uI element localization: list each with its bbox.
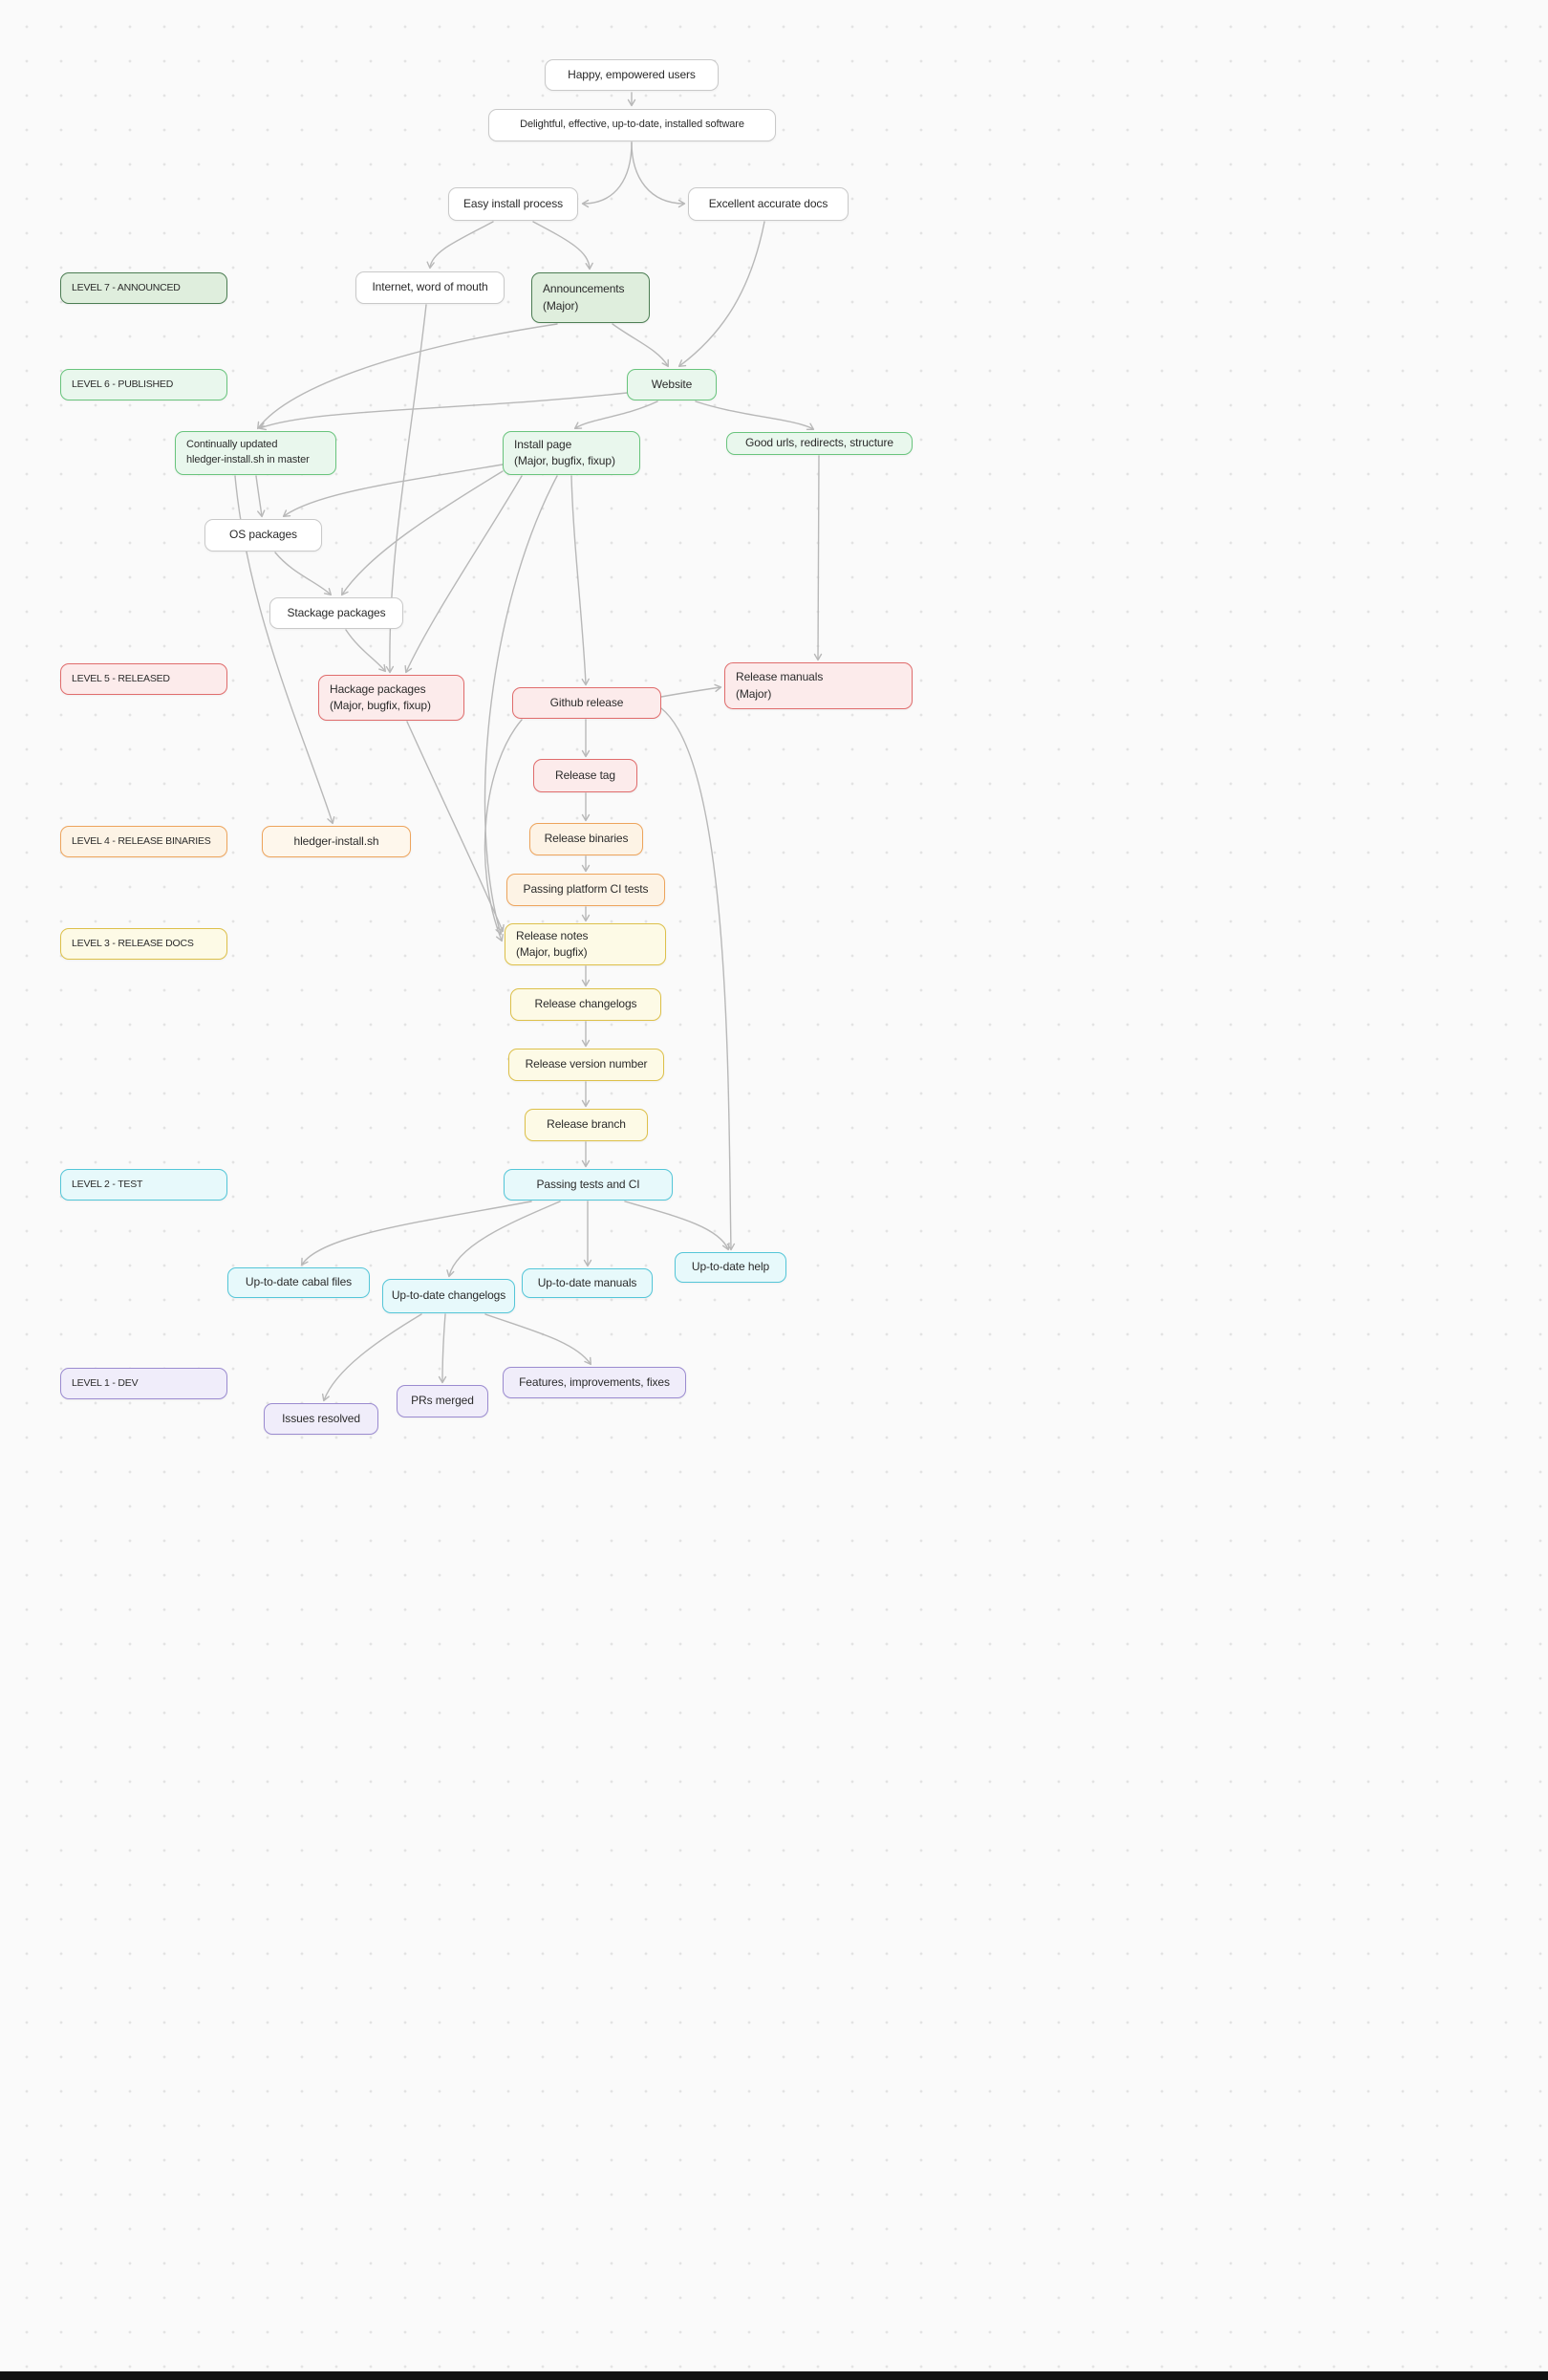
node-release-notes: Release notes (Major, bugfix) <box>505 923 666 965</box>
edge-continually-ospackages <box>255 475 266 518</box>
edge-passingtests-utdhelp <box>624 1201 730 1251</box>
edge-github-relmanuals <box>660 683 722 698</box>
edge-passingtests-utdchangelogs <box>446 1201 561 1278</box>
label-level-3-release-docs: LEVEL 3 - RELEASE DOCS <box>60 928 227 960</box>
node-release-branch: Release branch <box>525 1109 648 1141</box>
node-easy-install-process: Easy install process <box>448 187 578 221</box>
node-website: Website <box>627 369 717 400</box>
node-passing-tests-and-ci: Passing tests and CI <box>504 1169 673 1201</box>
label-level-2-test: LEVEL 2 - TEST <box>60 1169 227 1201</box>
edge-utdchangelogs-features <box>484 1313 591 1366</box>
edge-passingtests-cabal <box>301 1201 532 1266</box>
edge-website-continually <box>258 392 628 431</box>
node-release-binaries: Release binaries <box>529 823 643 855</box>
edge-goodurls-relmanuals <box>813 455 823 661</box>
label-level-5-released: LEVEL 5 - RELEASED <box>60 663 227 695</box>
node-excellent-docs: Excellent accurate docs <box>688 187 849 221</box>
label-level-1-dev: LEVEL 1 - DEV <box>60 1368 227 1399</box>
label-level-6-published: LEVEL 6 - PUBLISHED <box>60 369 227 400</box>
node-stackage-packages: Stackage packages <box>269 597 403 629</box>
node-hledger-install-sh: hledger-install.sh <box>262 826 411 857</box>
edge-installpage-stackage <box>341 470 504 596</box>
edge-docs-website <box>677 221 765 367</box>
edge-website-goodurls <box>695 400 815 430</box>
edge-hackage-relnotes <box>406 721 505 933</box>
node-up-to-date-cabal-files: Up-to-date cabal files <box>227 1267 370 1298</box>
label-level-4-release-binaries: LEVEL 4 - RELEASE BINARIES <box>60 826 227 857</box>
node-release-version-number: Release version number <box>508 1049 664 1081</box>
edge-github-utdhelp <box>660 707 736 1251</box>
edge-stackage-hackage <box>345 629 387 673</box>
node-os-packages: OS packages <box>204 519 322 552</box>
edge-ospackages-stackage <box>274 552 333 596</box>
node-up-to-date-changelogs: Up-to-date changelogs <box>382 1279 515 1313</box>
edge-announcements-continually <box>256 323 558 430</box>
node-happy-users: Happy, empowered users <box>545 59 719 91</box>
node-delightful-software: Delightful, effective, up-to-date, insta… <box>488 109 776 141</box>
edge-delightful-easy <box>581 141 633 208</box>
node-up-to-date-help: Up-to-date help <box>675 1252 786 1283</box>
node-github-release: Github release <box>512 687 661 719</box>
node-prs-merged: PRs merged <box>397 1385 488 1417</box>
label-level-7-announced: LEVEL 7 - ANNOUNCED <box>60 272 227 304</box>
edge-delightful-docs <box>631 141 686 208</box>
bottom-bar <box>0 2371 1548 2380</box>
node-continually-updated-install: Continually updated hledger-install.sh i… <box>175 431 336 475</box>
node-announcements: Announcements (Major) <box>531 272 650 323</box>
edge-installpage-hackage <box>404 475 523 674</box>
edge-announcements-website <box>612 323 669 368</box>
node-good-urls: Good urls, redirects, structure <box>726 432 913 455</box>
edge-easy-internet <box>426 221 494 270</box>
node-release-tag: Release tag <box>533 759 637 792</box>
edge-github-relnotes <box>484 719 523 942</box>
node-passing-platform-ci-tests: Passing platform CI tests <box>506 874 665 906</box>
edge-utdchangelogs-prs <box>438 1313 447 1384</box>
node-issues-resolved: Issues resolved <box>264 1403 378 1435</box>
edge-installpage-github <box>570 475 590 686</box>
node-release-changelogs: Release changelogs <box>510 988 661 1021</box>
node-release-manuals: Release manuals (Major) <box>724 662 913 709</box>
node-features-improvements-fixes: Features, improvements, fixes <box>503 1367 686 1398</box>
edge-website-installpage <box>573 400 658 429</box>
node-hackage-packages: Hackage packages (Major, bugfix, fixup) <box>318 675 464 721</box>
edge-easy-announcements <box>532 221 593 270</box>
node-up-to-date-manuals: Up-to-date manuals <box>522 1268 653 1298</box>
node-install-page: Install page (Major, bugfix, fixup) <box>503 431 640 475</box>
node-internet-word-of-mouth: Internet, word of mouth <box>355 271 505 304</box>
